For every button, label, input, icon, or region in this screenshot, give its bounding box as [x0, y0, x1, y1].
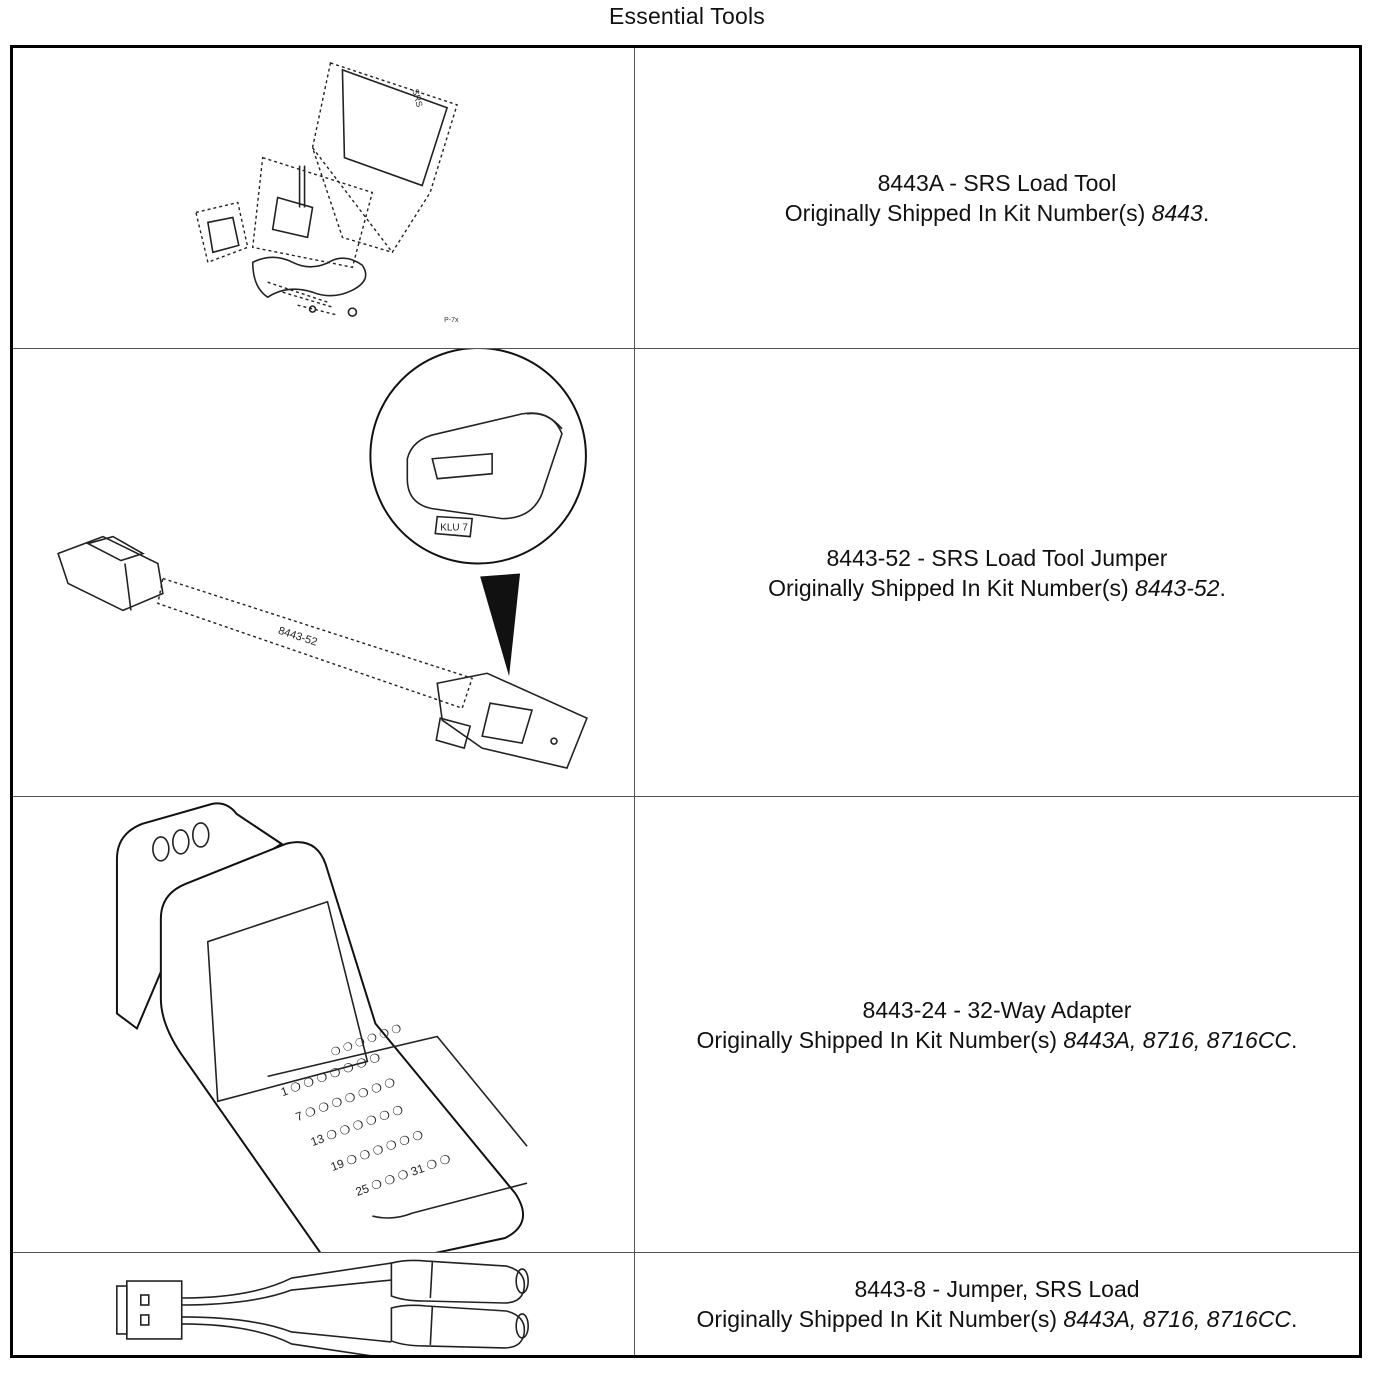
kit-numbers: 8443	[1151, 200, 1203, 226]
tool-name: 8443-52 - SRS Load Tool Jumper	[826, 544, 1168, 571]
kit-suffix: .	[1219, 574, 1226, 601]
svg-text:P-7x: P-7x	[444, 317, 459, 324]
tool-kit-line: Originally Shipped In Kit Number(s) 8443…	[697, 1025, 1298, 1055]
tool-description-cell: 8443-52 - SRS Load Tool Jumper Originall…	[635, 349, 1359, 797]
kit-prefix: Originally Shipped In Kit Number(s)	[784, 200, 1152, 226]
tool-image-cell: SRS P-7x	[13, 48, 635, 349]
jumper-cable-drawing-icon: KLU 7 8443-52	[57, 349, 588, 769]
page-title: Essential Tools	[609, 3, 765, 29]
cable-label: 8443-52	[277, 625, 319, 649]
kit-suffix: .	[1291, 1026, 1298, 1053]
kit-suffix: .	[1291, 1306, 1298, 1332]
tool-image-cell	[13, 1253, 635, 1355]
tool-kit-line: Originally Shipped In Kit Number(s) 8443…	[768, 573, 1226, 603]
essential-tools-table: SRS P-7x 8443A - SRS Load Tool Originall…	[10, 45, 1362, 1358]
kit-prefix: Originally Shipped In Kit Number(s)	[768, 574, 1136, 601]
kit-numbers: 8443-52	[1135, 574, 1220, 601]
tool-kit-line: Originally Shipped In Kit Number(s) 8443…	[697, 1304, 1298, 1334]
kit-numbers: 8443A, 8716, 8716CC	[1063, 1306, 1292, 1332]
32-way-adapter-drawing-icon: 1 ❍ ❍ ❍ ❍ ❍ ❍ ❍ 7 ❍ ❍ ❍ ❍ ❍ ❍ ❍ 13 ❍ ❍ ❍…	[115, 802, 528, 1252]
tool-image-cell: 1 ❍ ❍ ❍ ❍ ❍ ❍ ❍ 7 ❍ ❍ ❍ ❍ ❍ ❍ ❍ 13 ❍ ❍ ❍…	[13, 797, 635, 1253]
tool-description-cell: 8443-8 - Jumper, SRS Load Originally Shi…	[635, 1253, 1359, 1355]
tool-name: 8443-8 - Jumper, SRS Load	[854, 1276, 1140, 1302]
kit-suffix: .	[1202, 200, 1210, 226]
tool-name: 8443-24 - 32-Way Adapter	[862, 996, 1132, 1023]
svg-text:SRS: SRS	[410, 88, 424, 108]
svg-text:KLU 7: KLU 7	[440, 523, 468, 534]
kit-numbers: 8443A, 8716, 8716CC	[1063, 1026, 1292, 1053]
kit-prefix: Originally Shipped In Kit Number(s)	[696, 1026, 1064, 1053]
srs-load-tool-case-drawing-icon: SRS P-7x	[195, 62, 459, 324]
tool-description-cell: 8443A - SRS Load Tool Originally Shipped…	[635, 48, 1359, 349]
kit-prefix: Originally Shipped In Kit Number(s)	[696, 1306, 1064, 1332]
tool-description-cell: 8443-24 - 32-Way Adapter Originally Ship…	[635, 797, 1359, 1253]
tool-name: 8443A - SRS Load Tool	[877, 170, 1117, 196]
tool-kit-line: Originally Shipped In Kit Number(s) 8443…	[785, 198, 1209, 228]
y-jumper-drawing-icon	[116, 1259, 529, 1355]
tool-image-cell: KLU 7 8443-52	[13, 349, 635, 797]
